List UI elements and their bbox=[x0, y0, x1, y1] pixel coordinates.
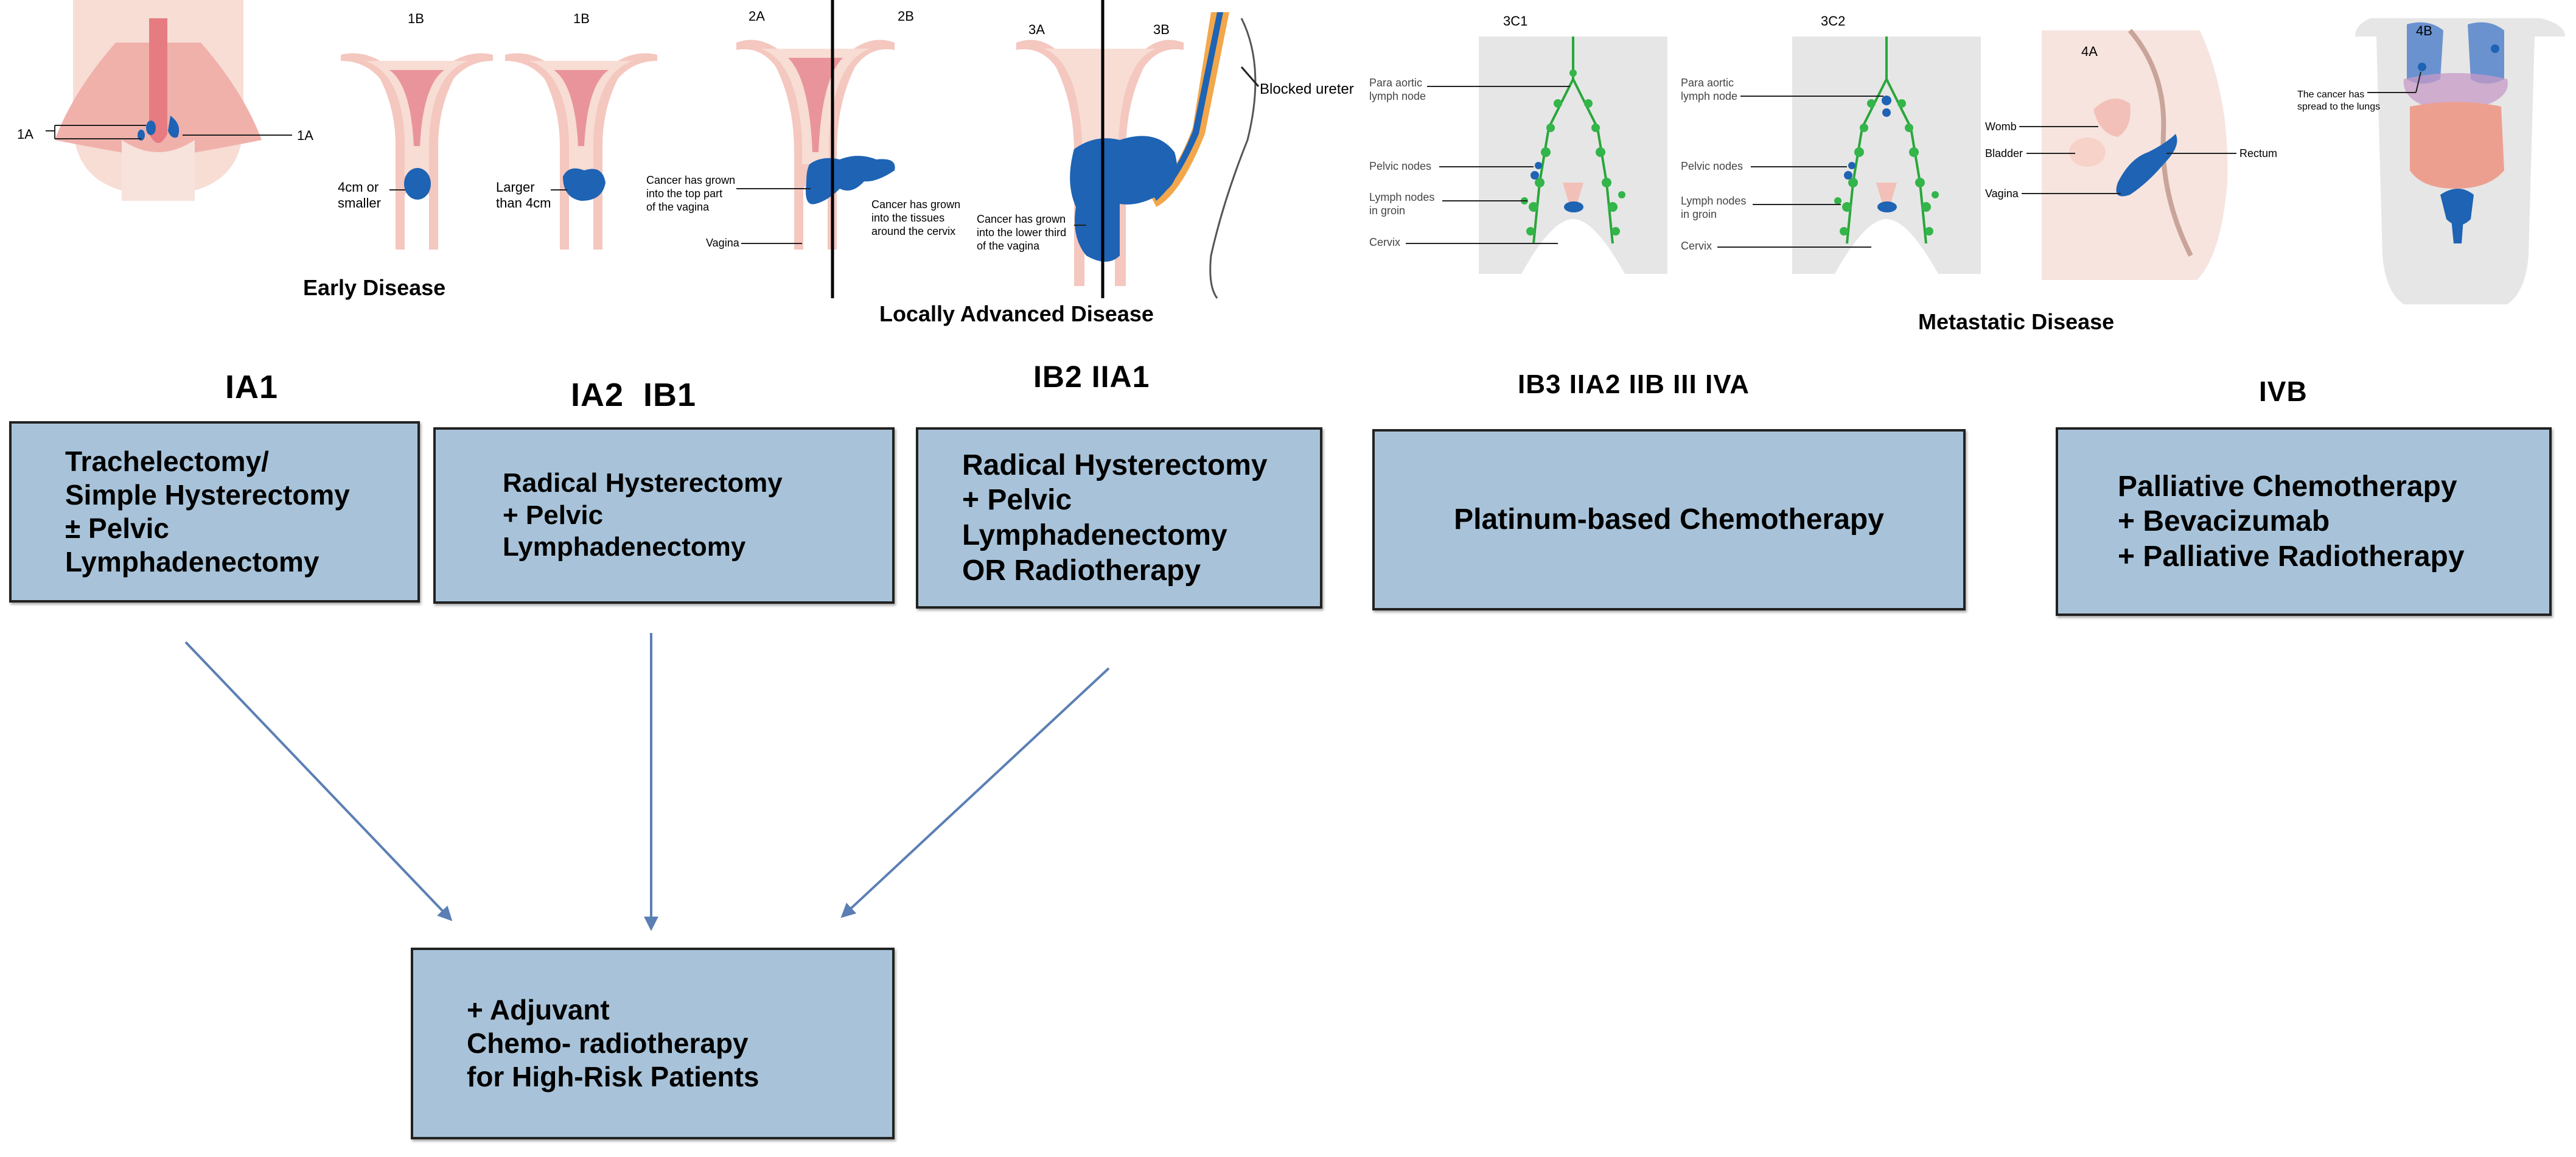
treatment-box-ivb: Palliative Chemotherapy + Bevacizumab + … bbox=[2056, 427, 2552, 616]
label-3c2: 3C2 bbox=[1821, 13, 1845, 29]
label-1a-left: 1A bbox=[17, 127, 33, 142]
illustration-stage-4a: 4A Womb Bladder Vagina Rectum bbox=[1985, 29, 2277, 280]
label-3b: 3B bbox=[1153, 22, 1170, 37]
label-3c2-cervix: Cervix bbox=[1681, 240, 1712, 252]
label-3c1-cervix: Cervix bbox=[1369, 236, 1400, 248]
treatment-box-ib3-iva: Platinum-based Chemotherapy bbox=[1372, 429, 1966, 610]
label-2a: 2A bbox=[749, 9, 765, 24]
label-3c2-pelvic: Pelvic nodes bbox=[1681, 160, 1743, 172]
arrow-ib2-to-adjuvant bbox=[840, 667, 1110, 918]
stage-label-ia1: IA1 bbox=[225, 369, 279, 405]
label-4a-womb: Womb bbox=[1985, 121, 2017, 133]
adjuvant-text: + Adjuvant Chemo- radiotherapy for High-… bbox=[467, 993, 759, 1093]
treatment-text-ia2-ib1: Radical Hysterectomy + Pelvic Lymphadene… bbox=[503, 467, 783, 562]
metastatic-disease-label: Metastatic Disease bbox=[1918, 309, 2115, 334]
label-1b-small-stage: 1B bbox=[408, 11, 424, 26]
label-4a-rectum: Rectum bbox=[2239, 147, 2277, 159]
stage-label-ib3-iva: IB3 IIA2 IIB III IVA bbox=[1518, 369, 1750, 399]
treatment-text-ib3-iva: Platinum-based Chemotherapy bbox=[1454, 503, 1884, 536]
treatment-text-ib2-iia1: Radical Hysterectomy + Pelvic Lymphadene… bbox=[962, 449, 1268, 587]
treatment-box-ia1: Trachelectomy/ Simple Hysterectomy ± Pel… bbox=[9, 421, 420, 603]
treatment-box-ia2-ib1: Radical Hysterectomy + Pelvic Lymphadene… bbox=[433, 427, 895, 604]
label-1b-large-stage: 1B bbox=[573, 11, 590, 26]
label-1a-right: 1A bbox=[297, 128, 313, 143]
label-2-vagina: Vagina bbox=[706, 237, 740, 249]
stage-label-ivb: IVB bbox=[2259, 376, 2308, 407]
illustration-stage-1a: 1A 1A bbox=[17, 0, 313, 201]
locally-advanced-disease-label: Locally Advanced Disease bbox=[879, 301, 1154, 326]
label-2b: 2B bbox=[898, 9, 914, 24]
treatment-box-ib2-iia1: Radical Hysterectomy + Pelvic Lymphadene… bbox=[916, 427, 1322, 609]
label-3c1: 3C1 bbox=[1503, 13, 1527, 29]
treatment-text-ivb: Palliative Chemotherapy + Bevacizumab + … bbox=[2118, 470, 2465, 573]
arrow-ia1-to-adjuvant bbox=[184, 641, 453, 921]
label-3-blocked: Blocked ureter bbox=[1260, 81, 1354, 97]
stage-label-ib2-iia1: IB2 IIA1 bbox=[1033, 360, 1150, 394]
treatment-text-ia1: Trachelectomy/ Simple Hysterectomy ± Pel… bbox=[65, 445, 350, 578]
label-4a: 4A bbox=[2081, 44, 2098, 59]
label-3a: 3A bbox=[1028, 22, 1045, 37]
label-3c1-pelvic: Pelvic nodes bbox=[1369, 160, 1431, 172]
label-4a-vagina: Vagina bbox=[1985, 187, 2019, 200]
label-4a-bladder: Bladder bbox=[1985, 147, 2023, 159]
early-disease-label: Early Disease bbox=[303, 275, 446, 300]
adjuvant-box: + Adjuvant Chemo- radiotherapy for High-… bbox=[411, 948, 895, 1139]
stage-label-ia2-ib1: IA2 IB1 bbox=[571, 377, 697, 413]
label-4b: 4B bbox=[2416, 23, 2432, 38]
